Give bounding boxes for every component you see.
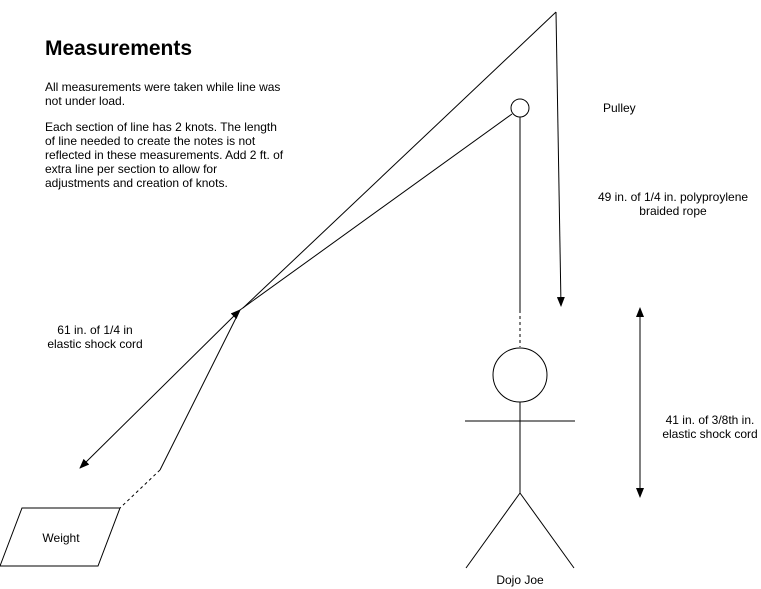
weight-line-solid — [159, 309, 241, 471]
note-knots: Each section of line has 2 knots. The le… — [45, 120, 284, 190]
dummy-right-leg — [519, 492, 575, 569]
rope-measure-arrow — [555, 11, 565, 307]
pulley-to-weight-line — [239, 113, 513, 311]
rope-top-line — [242, 11, 557, 309]
dummy-label: Dojo Joe — [496, 573, 544, 587]
dummy-left-leg — [465, 492, 521, 569]
pulley-label: Pulley — [603, 101, 636, 115]
weight-line-dashed — [119, 469, 161, 509]
rope-length-label: 49 in. of 1/4 in. polyproylene braided r… — [597, 190, 749, 218]
weight-label: Weight — [42, 531, 80, 545]
dummy-head — [492, 347, 548, 403]
note-unloaded: All measurements were taken while line w… — [45, 80, 281, 108]
page-title: Measurements — [45, 37, 193, 60]
pulley-circle — [510, 98, 530, 118]
weight-shape — [0, 507, 121, 567]
left-cord-length-label: 61 in. of 1/4 in elastic shock cord — [47, 323, 143, 351]
right-cord-length-label: 41 in. of 3/8th in. elastic shock cord — [662, 413, 758, 441]
cord-left-measure-arrow — [79, 309, 241, 469]
